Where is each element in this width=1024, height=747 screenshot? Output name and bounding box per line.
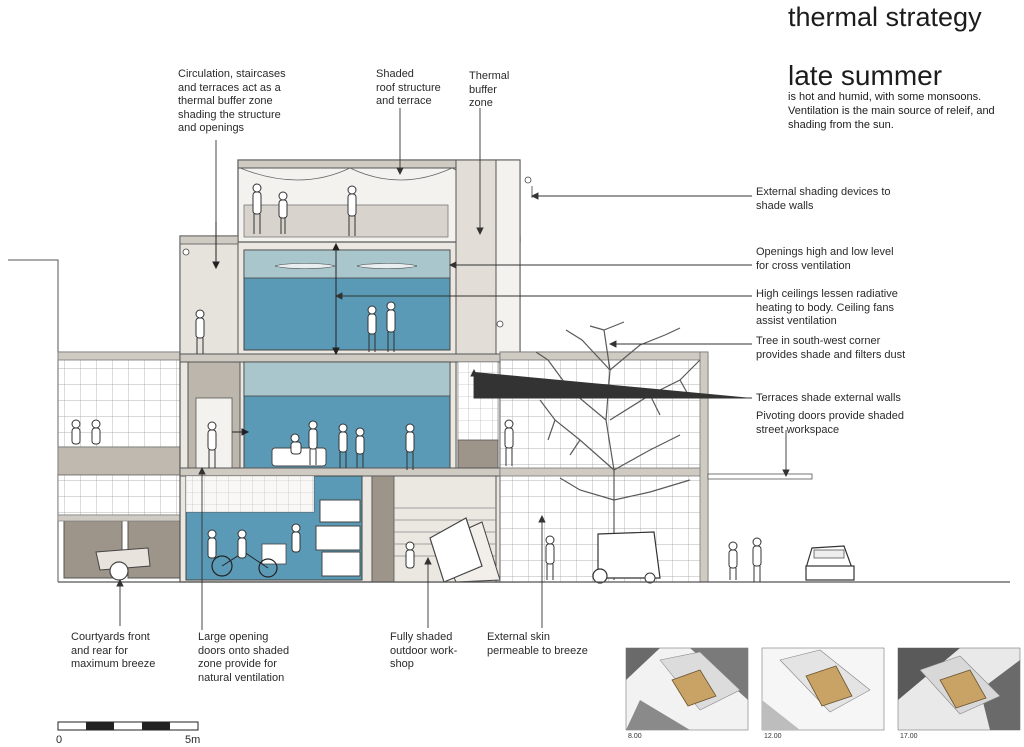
annotation-tree: Tree in south-west corner provides shade… [756, 335, 906, 361]
sun-study-17 [897, 647, 1021, 731]
tree-icon [535, 321, 701, 580]
people [71, 183, 762, 582]
sun-time-17: 17.00 [900, 733, 918, 740]
annotation-thermal-buffer: Thermal buffer zone [469, 70, 510, 109]
annotation-circulation: Circulation, staircases and terraces act… [178, 68, 286, 134]
sun-study-8 [625, 647, 749, 731]
annotation-pivoting-doors: Pivoting doors provide shaded street wor… [756, 410, 904, 436]
season-description: is hot and humid, with some monsoons. Ve… [788, 91, 995, 131]
title: thermal strategy [788, 2, 982, 32]
season-heading: late summer [788, 60, 943, 91]
sun-study-12 [761, 647, 885, 731]
annotation-openings: Openings high and low level for cross ve… [756, 246, 894, 272]
scale-start: 0 [56, 734, 63, 746]
annotation-external-skin: External skin permeable to breeze [487, 631, 588, 657]
scale-end: 5m [185, 734, 201, 746]
annotation-high-ceilings: High ceilings lessen radiative heating t… [756, 288, 898, 327]
annotation-large-opening: Large opening doors onto shaded zone pro… [198, 631, 290, 684]
sun-time-12: 12.00 [764, 733, 782, 740]
scale-bar [57, 721, 199, 731]
annotation-courtyards: Courtyards front and rear for maximum br… [71, 631, 156, 670]
annotation-shaded-roof: Shaded roof structure and terrace [376, 68, 441, 107]
annotation-external-shading: External shading devices to shade walls [756, 186, 891, 212]
sun-time-8: 8.00 [628, 733, 642, 740]
annotation-workshop: Fully shaded outdoor work- shop [390, 631, 458, 670]
annotation-terraces: Terraces shade external walls [756, 392, 901, 404]
